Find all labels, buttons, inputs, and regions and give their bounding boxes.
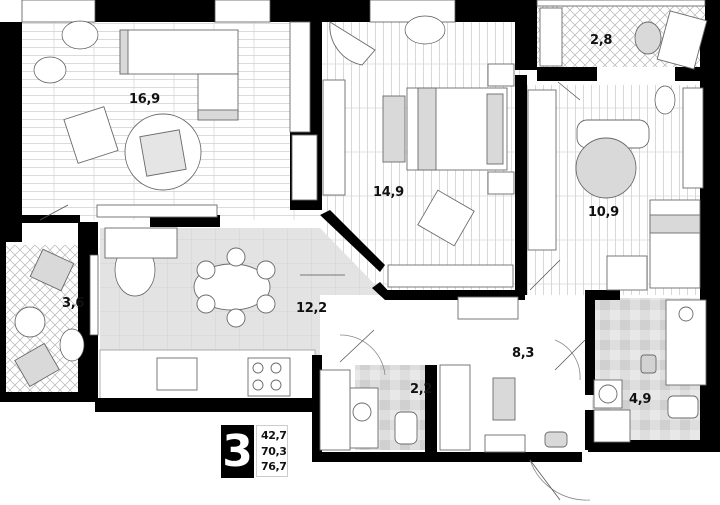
toilet: [667, 395, 699, 419]
toilet-fixtures: [319, 369, 418, 451]
rooms-count-badge: 3: [221, 425, 254, 478]
balcony-top-furniture: [539, 7, 708, 70]
tv-stand: [96, 204, 218, 218]
desk: [656, 10, 708, 70]
desk-round: [329, 21, 376, 66]
armchair: [63, 106, 119, 164]
hallway-furniture: [439, 296, 568, 453]
console: [457, 296, 519, 320]
office-chair: [634, 21, 662, 55]
kitchen-furniture: [104, 227, 291, 397]
bench: [484, 434, 526, 453]
nightstand: [487, 63, 515, 87]
side-table: [291, 134, 318, 201]
windows: [21, 0, 706, 336]
room-area-toilet: 2,2: [410, 382, 433, 397]
stove: [247, 357, 291, 397]
room-area-balcony-top: 2,8: [590, 33, 613, 48]
total-area-with-balconies: 76,7: [261, 460, 287, 473]
bed-single: [649, 199, 701, 289]
armchair: [14, 342, 60, 388]
total-area: 70,3: [261, 444, 287, 458]
chair: [606, 255, 648, 291]
washing-machine: [593, 409, 631, 443]
area-summary: 42,7 70,3 76,7: [256, 425, 288, 477]
nightstand: [487, 171, 515, 195]
bathroom-fixtures: [593, 299, 707, 443]
room-area-kitchen: 12,2: [296, 301, 327, 316]
room-area-bathroom: 4,9: [629, 392, 652, 407]
shelf: [539, 7, 563, 67]
room-area-balcony-left: 3,6: [62, 296, 85, 311]
round-table: [14, 306, 46, 338]
cabinet: [104, 227, 178, 259]
armchair: [417, 189, 475, 247]
living-area: 42,7: [261, 429, 287, 442]
tv-console: [322, 79, 346, 196]
room-area-hallway: 8,3: [512, 346, 535, 361]
toilet: [394, 411, 418, 445]
room-area-bedroom-master: 14,9: [373, 185, 404, 200]
wardrobe: [527, 89, 557, 251]
bedroom-master-furniture: [322, 21, 515, 288]
living-room-furniture: [63, 21, 318, 218]
bath-mat: [640, 354, 657, 374]
bench: [382, 95, 406, 163]
pouf: [492, 377, 516, 421]
bookshelf: [289, 21, 311, 133]
sink: [156, 357, 198, 391]
shoe-rack: [439, 364, 471, 451]
rug: [544, 431, 568, 448]
bedroom-small-furniture: [527, 87, 704, 291]
wardrobe: [387, 264, 514, 288]
sofa: [119, 29, 239, 75]
doors: [39, 81, 591, 501]
rug-round: [575, 137, 637, 199]
room-area-bedroom-small: 10,9: [588, 205, 619, 220]
desk: [682, 87, 704, 189]
coffee-table: [139, 129, 187, 177]
balcony-left-furniture: [14, 248, 75, 388]
room-area-living-room: 16,9: [129, 92, 160, 107]
armchair: [29, 248, 75, 292]
